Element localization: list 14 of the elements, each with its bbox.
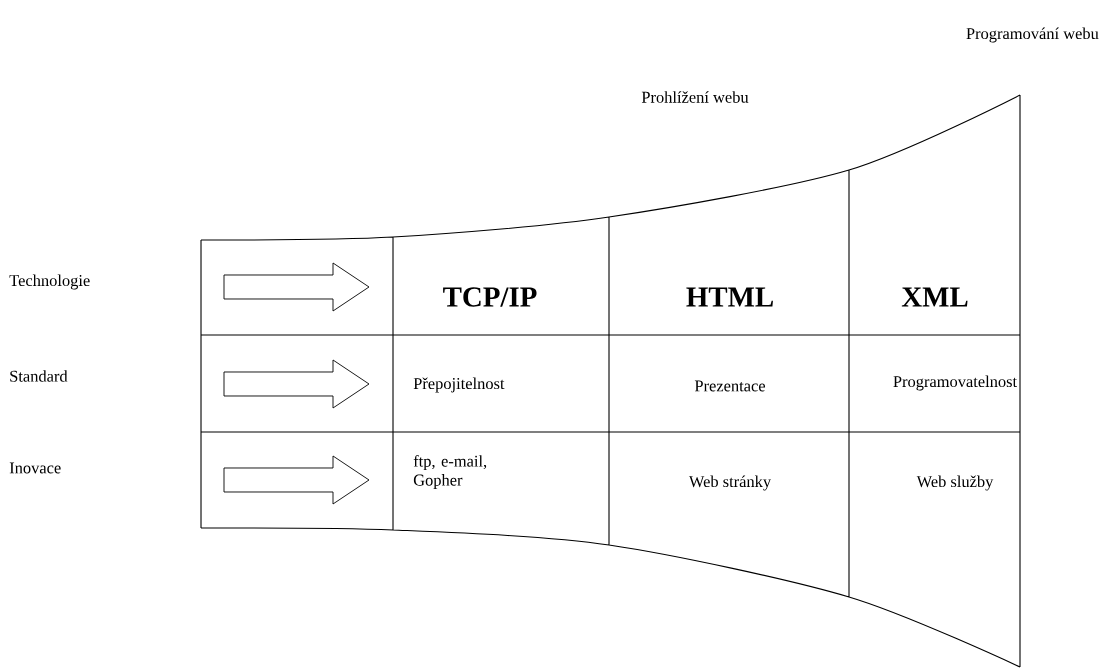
column-heading: TCP/IP [443, 287, 537, 307]
cell-text: Programovatelnost [893, 375, 1017, 391]
column-caption: Prohlížení webu [641, 91, 749, 103]
row-label: Technologie [9, 274, 90, 290]
column-caption: Programování webu [966, 27, 1099, 43]
cell-text: Přepojitelnost [413, 377, 505, 393]
cell-text: ftp, e-mail, Gopher [413, 455, 487, 489]
row-label: Standard [10, 370, 68, 382]
cell-text: Prezentace [694, 380, 766, 392]
column-heading: XML [901, 287, 968, 307]
cell-text: Web služby [916, 475, 994, 491]
row-label: Inovace [9, 462, 61, 474]
cell-text: Web stránky [688, 475, 772, 491]
column-heading: HTML [686, 287, 773, 307]
